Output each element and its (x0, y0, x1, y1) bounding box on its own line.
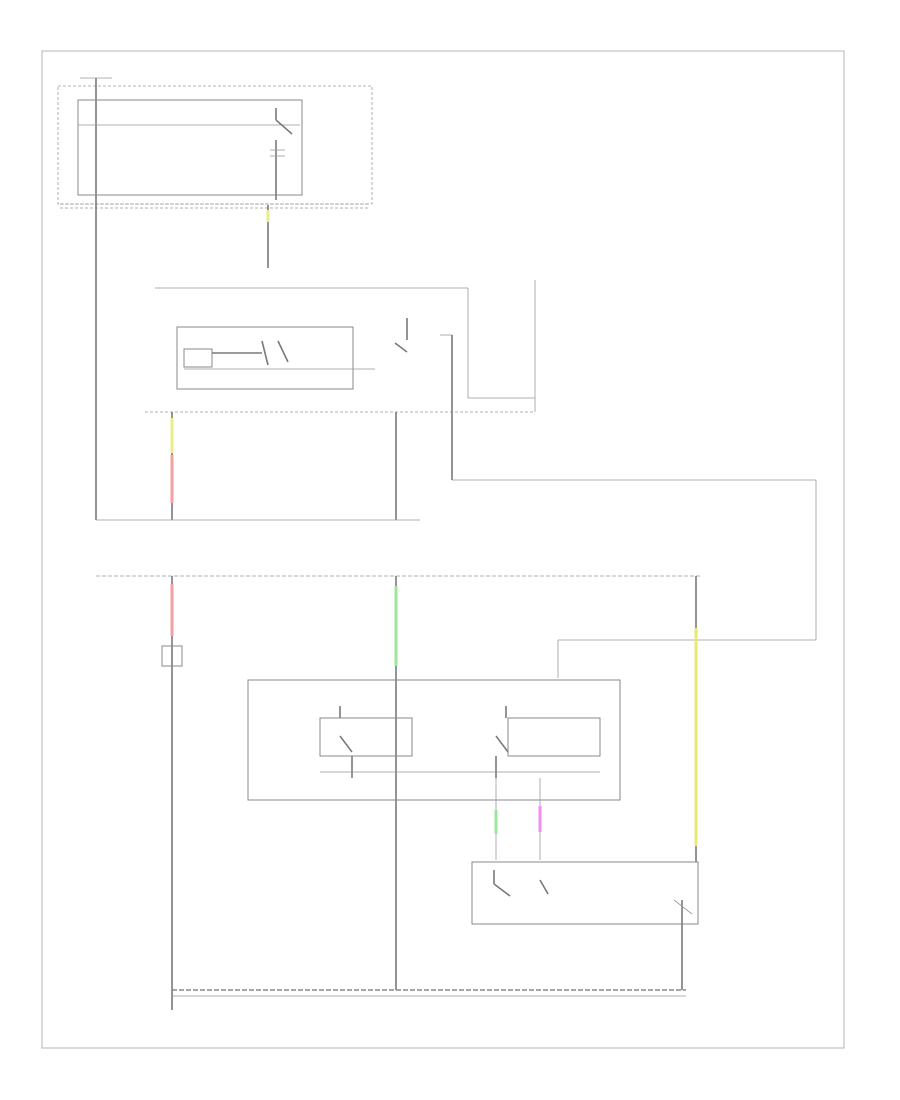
fuse-box-outline (57, 85, 373, 205)
wire-red-1 (170, 455, 174, 503)
wire-green-1 (394, 586, 398, 666)
rear-light-box (247, 679, 621, 801)
left-stop-light-connector (161, 645, 183, 667)
diagram-frame (41, 50, 845, 1049)
hazard-lamp-box (183, 348, 213, 368)
wire-yellow-2 (170, 418, 174, 453)
left-lamp-box (319, 717, 413, 757)
brake-switch-box (471, 861, 699, 925)
right-lamp-box (507, 717, 601, 757)
wire-red-2 (170, 584, 174, 636)
wire-yellow-1 (266, 210, 270, 222)
relay-box (77, 99, 303, 196)
hazard-switch-box (176, 326, 354, 390)
wire-magenta (538, 806, 542, 832)
wire-yellow-long (694, 628, 698, 846)
wire-green-2 (494, 810, 498, 834)
